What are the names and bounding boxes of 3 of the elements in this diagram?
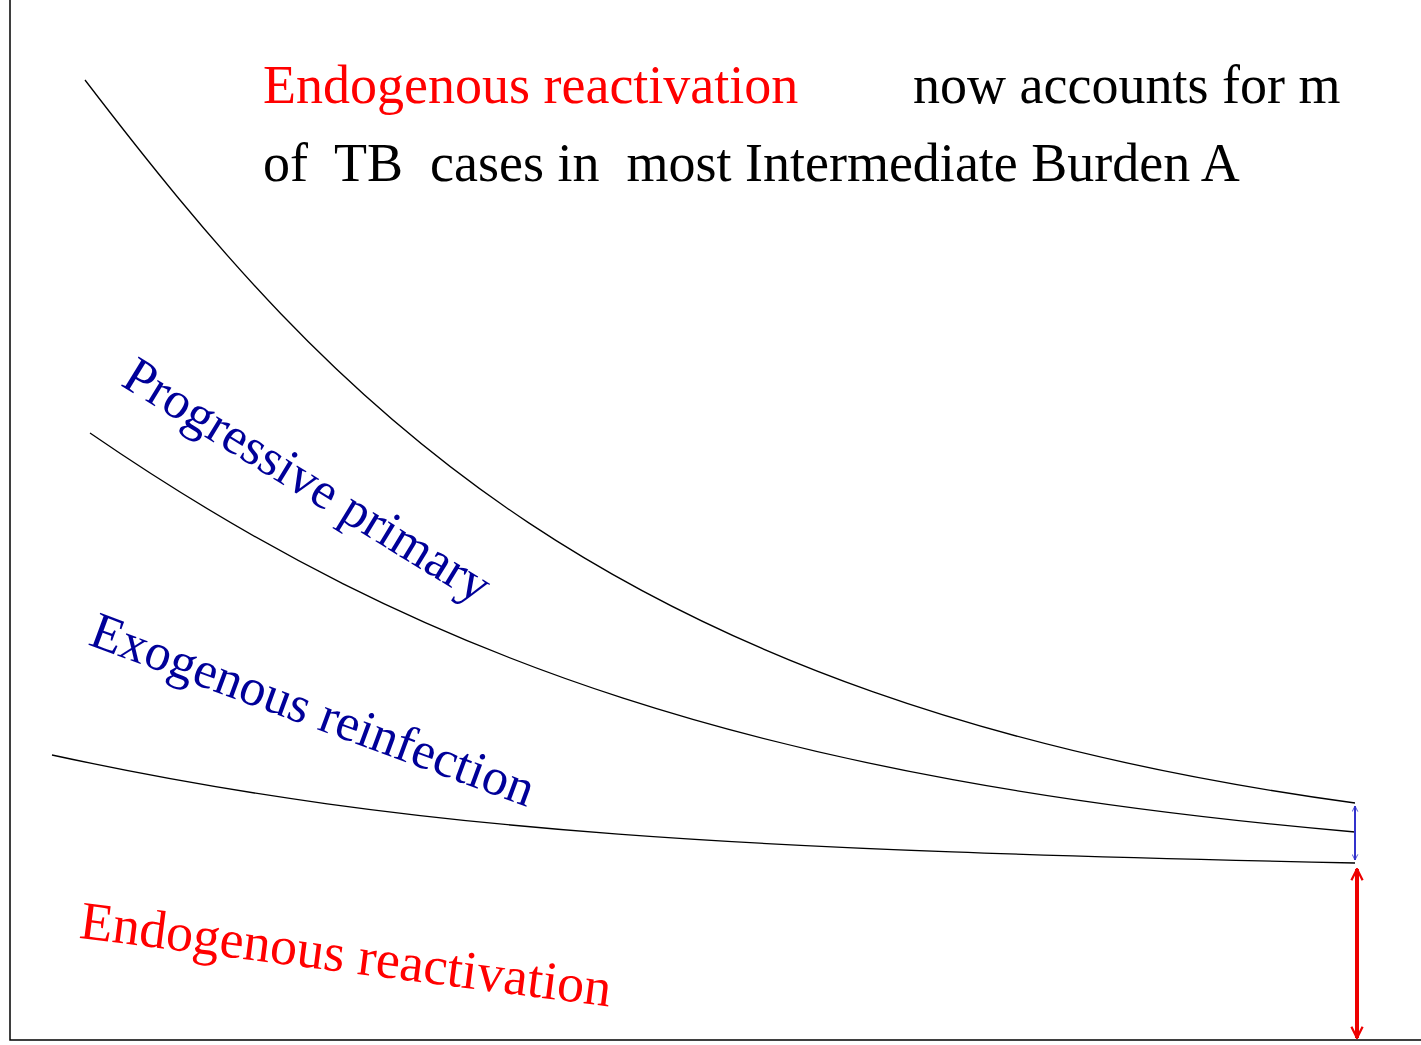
annotation-text: of TB cases in most Intermediate Burden A [263, 136, 1240, 190]
annotation-text: now accounts for m [913, 58, 1341, 112]
curve-label: Endogenous reactivation [77, 893, 615, 1016]
